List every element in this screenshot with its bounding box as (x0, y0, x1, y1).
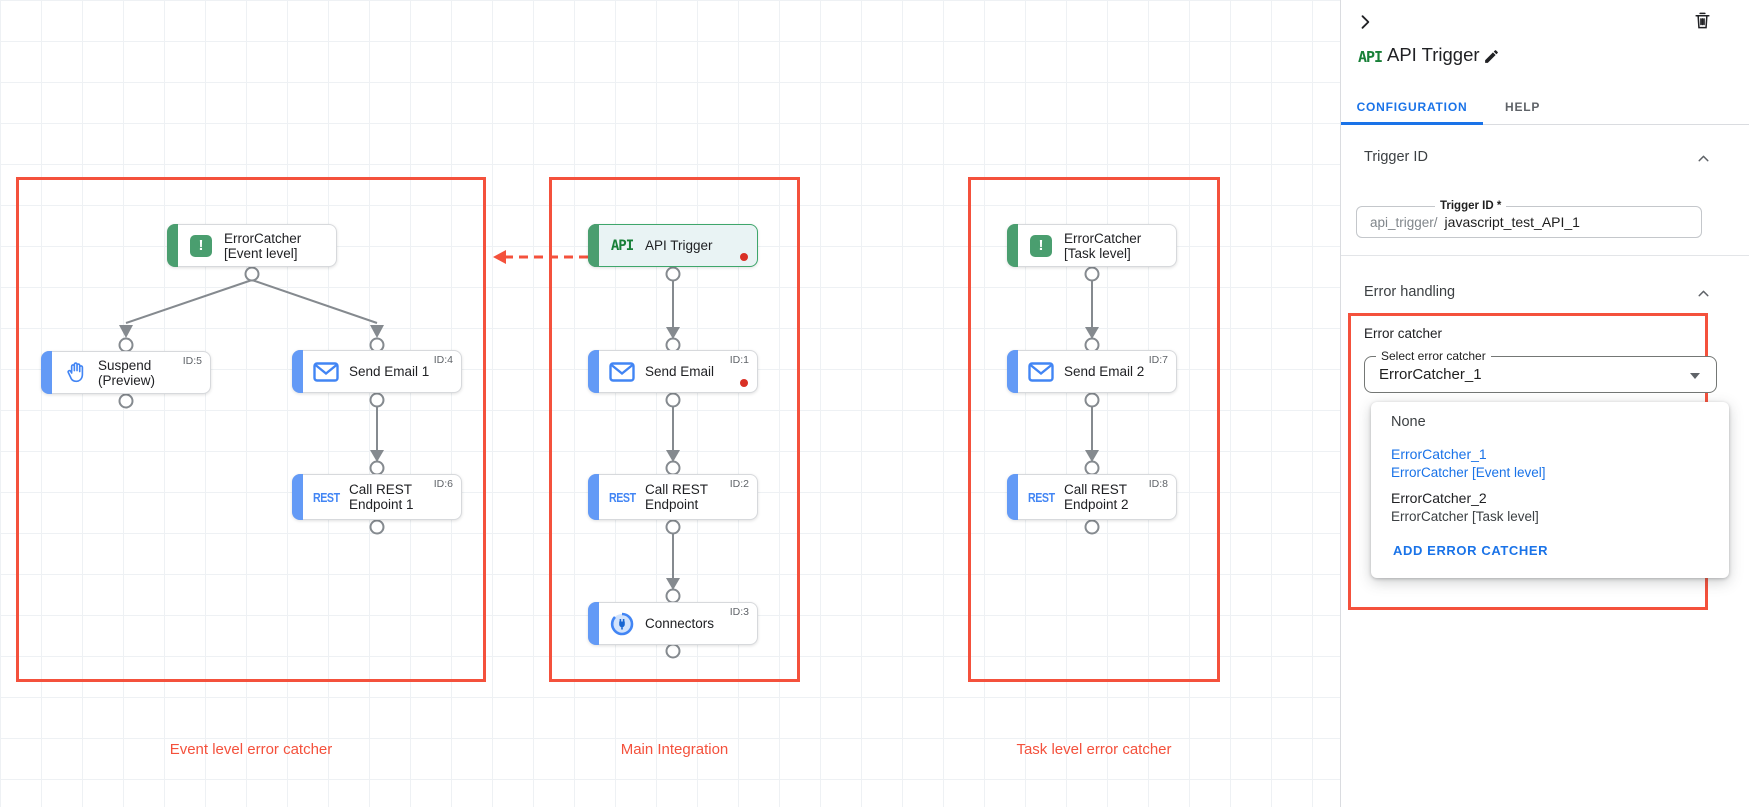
node-accent-bar (292, 474, 303, 520)
group-label-event-level: Event level error catcher (169, 741, 333, 758)
collapse-error-handling-button[interactable] (1695, 285, 1712, 302)
group-event-level-error-catcher (16, 177, 486, 682)
node-accent-bar (41, 351, 52, 394)
error-catcher-select-value: ErrorCatcher_1 (1379, 366, 1482, 383)
hand-icon (60, 361, 90, 384)
tab-configuration[interactable]: CONFIGURATION (1341, 90, 1483, 125)
chevron-up-icon (1698, 155, 1709, 162)
menu-option-errorcatcher-1-desc[interactable]: ErrorCatcher [Event level] (1391, 465, 1546, 480)
node-accent-bar (167, 224, 178, 267)
group-task-level-error-catcher (968, 177, 1220, 682)
node-id-badge: ID:3 (729, 606, 749, 618)
node-accent-bar (292, 350, 303, 393)
node-accent-bar (1007, 350, 1018, 393)
menu-option-errorcatcher-1[interactable]: ErrorCatcher_1 (1391, 446, 1487, 462)
node-id-badge: ID:6 (433, 478, 453, 490)
email-icon (607, 361, 637, 382)
node-send-email-2[interactable]: Send Email 2 ID:7 (1007, 350, 1177, 393)
email-icon (1026, 361, 1056, 382)
pencil-icon (1485, 50, 1498, 63)
alert-dot (740, 379, 748, 387)
rest-icon: REST (608, 489, 636, 505)
alert-dot (740, 253, 748, 261)
tab-help[interactable]: HELP (1505, 100, 1541, 114)
workflow-canvas[interactable]: Event level error catcher Main Integrati… (0, 0, 1340, 807)
edit-title-button[interactable] (1483, 48, 1500, 65)
connector-icon (607, 612, 637, 636)
add-error-catcher-button[interactable]: ADD ERROR CATCHER (1393, 543, 1549, 558)
node-connectors[interactable]: Connectors ID:3 (588, 602, 758, 645)
delete-trigger-button[interactable] (1693, 11, 1712, 30)
chevron-right-icon (1361, 15, 1370, 29)
node-suspend-preview[interactable]: Suspend(Preview) ID:5 (41, 351, 211, 394)
trigger-id-field-label: Trigger ID * (1435, 199, 1507, 213)
node-id-badge: ID:2 (729, 478, 749, 490)
node-id-badge: ID:7 (1148, 354, 1168, 366)
error-catcher-icon: ! (186, 234, 216, 257)
collapse-trigger-id-button[interactable] (1695, 150, 1712, 167)
menu-option-none[interactable]: None (1391, 414, 1426, 430)
node-accent-bar (1007, 474, 1018, 520)
trash-icon (1695, 12, 1710, 29)
node-send-email-1[interactable]: Send Email 1 ID:4 (292, 350, 462, 393)
section-error-handling: Error handling (1364, 284, 1456, 300)
error-catcher-dropdown-menu: None ErrorCatcher_1 ErrorCatcher [Event … (1371, 402, 1729, 578)
collapse-panel-button[interactable] (1355, 12, 1375, 32)
dropdown-arrow-icon (1690, 373, 1700, 379)
rest-icon: REST (1027, 489, 1055, 505)
error-catcher-icon: ! (1026, 234, 1056, 257)
trigger-id-field[interactable]: Trigger ID * api_trigger/ javascript_tes… (1356, 199, 1702, 238)
chevron-up-icon (1698, 290, 1709, 297)
menu-option-errorcatcher-2-desc[interactable]: ErrorCatcher [Task level] (1391, 509, 1539, 524)
trigger-id-value: javascript_test_API_1 (1444, 214, 1580, 230)
node-id-badge: ID:8 (1148, 478, 1168, 490)
error-catcher-select[interactable]: Select error catcher ErrorCatcher_1 (1364, 349, 1717, 393)
api-icon: API (610, 237, 634, 254)
node-error-catcher-task-level[interactable]: ! ErrorCatcher[Task level] (1007, 224, 1177, 267)
node-accent-bar (1007, 224, 1018, 267)
node-id-badge: ID:4 (433, 354, 453, 366)
node-id-badge: ID:5 (182, 355, 202, 367)
node-accent-bar (588, 224, 599, 267)
error-catcher-group-label: Error catcher (1364, 326, 1443, 341)
group-label-main-integration: Main Integration (620, 741, 729, 758)
section-trigger-id: Trigger ID (1364, 149, 1428, 165)
panel-tabbar: CONFIGURATION HELP (1341, 90, 1749, 125)
trigger-id-prefix: api_trigger/ (1370, 214, 1438, 230)
node-accent-bar (588, 350, 599, 393)
group-main-integration (549, 177, 800, 682)
config-side-panel: API API Trigger CONFIGURATION HELP Trigg… (1340, 0, 1749, 807)
node-api-trigger[interactable]: API API Trigger (588, 224, 758, 267)
node-accent-bar (588, 474, 599, 520)
node-error-catcher-event-level[interactable]: ! ErrorCatcher[Event level] (167, 224, 337, 267)
node-send-email[interactable]: Send Email ID:1 (588, 350, 758, 393)
node-accent-bar (588, 602, 599, 645)
menu-option-errorcatcher-2[interactable]: ErrorCatcher_2 (1391, 490, 1487, 506)
email-icon (311, 361, 341, 382)
rest-icon: REST (312, 489, 340, 505)
error-catcher-select-label: Select error catcher (1376, 349, 1491, 363)
node-id-badge: ID:1 (729, 354, 749, 366)
panel-title: API Trigger (1387, 44, 1480, 65)
api-trigger-icon: API (1358, 48, 1383, 66)
group-label-task-level: Task level error catcher (1016, 741, 1172, 758)
